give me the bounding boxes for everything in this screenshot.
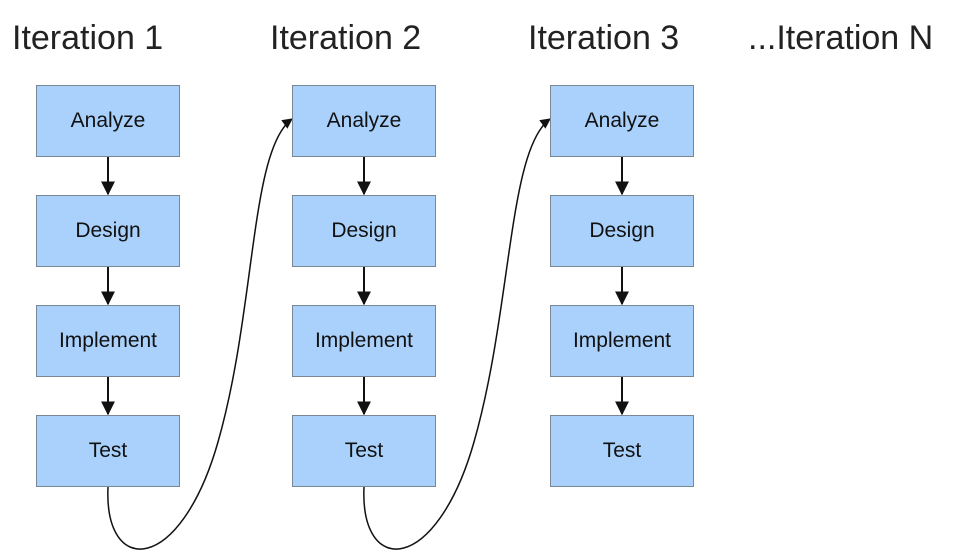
step-test-box: Test xyxy=(36,415,180,487)
iteration-heading-2: Iteration 2 xyxy=(270,19,422,57)
step-implement-box: Implement xyxy=(36,305,180,377)
step-analyze-box: Analyze xyxy=(550,85,694,157)
step-test-box: Test xyxy=(550,415,694,487)
iteration-heading-1: Iteration 1 xyxy=(12,19,164,57)
step-implement-box: Implement xyxy=(292,305,436,377)
step-implement-box: Implement xyxy=(550,305,694,377)
step-analyze-box: Analyze xyxy=(292,85,436,157)
step-analyze-box: Analyze xyxy=(36,85,180,157)
step-design-box: Design xyxy=(36,195,180,267)
iteration-heading-3: Iteration 3 xyxy=(528,19,680,57)
step-test-box: Test xyxy=(292,415,436,487)
iteration-heading-4: ...Iteration N xyxy=(748,19,934,57)
step-design-box: Design xyxy=(550,195,694,267)
step-design-box: Design xyxy=(292,195,436,267)
